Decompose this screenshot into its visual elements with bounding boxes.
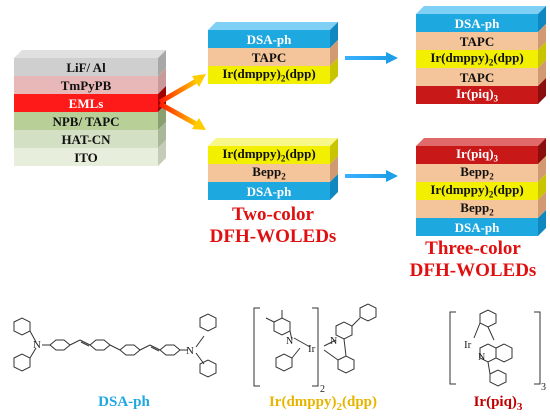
ir-dmppy-n-atom-1: N	[286, 336, 293, 347]
device-stack-graphic	[14, 50, 166, 166]
two-color-top-layer-1: DSA-ph	[246, 31, 292, 47]
two-color-caption-line1: Two-color	[232, 204, 314, 225]
three-color-top-layer-4: TAPC	[459, 69, 495, 85]
layer-lif-al: LiF/ Al	[66, 59, 106, 75]
two-color-top-layer-2: TAPC	[251, 49, 287, 65]
ir-piq-structure: Ir N 3	[449, 309, 546, 393]
three-color-bottom-layer-4: Bepp2	[460, 199, 494, 218]
three-color-bottom-layer-5: DSA-ph	[454, 219, 500, 235]
layer-ito: ITO	[74, 149, 98, 165]
two-color-bottom-layer-1: Ir(dmppy)2(dpp)	[222, 145, 316, 164]
arrow-to-three-color-bottom	[345, 170, 398, 182]
three-color-top-layer-5: Ir(piq)3	[455, 85, 499, 104]
layer-emls: EMLs	[68, 95, 104, 111]
ir-dmppy-label: Ir(dmppy)2(dpp)	[268, 394, 378, 413]
three-color-top-layer-1: DSA-ph	[454, 15, 500, 31]
layer-npb-tapc: NPB/ TAPC	[52, 113, 120, 129]
arrow-to-two-color-top	[158, 74, 206, 105]
dsa-right-n-atom: N	[186, 345, 194, 357]
ir-dmppy-structure: Ir N N 2	[253, 303, 377, 395]
ir-dmppy-subscript: 2	[320, 384, 325, 395]
three-color-caption-line2: DFH-WOLEDs	[409, 260, 537, 281]
arrow-to-two-color-bottom	[158, 101, 206, 130]
arrows-layer	[158, 52, 398, 182]
dsa-ph-structure: N N	[13, 313, 217, 378]
two-color-bottom-stack-graphic	[208, 138, 338, 200]
dsa-ph-label: DSA-ph	[98, 394, 150, 410]
three-color-bottom-layer-1: Ir(piq)3	[455, 145, 499, 164]
three-color-caption-line1: Three-color	[425, 238, 521, 259]
two-color-caption-line2: DFH-WOLEDs	[209, 226, 337, 247]
two-color-bottom-layer-3: DSA-ph	[246, 183, 292, 199]
three-color-top-layer-2: TAPC	[459, 33, 495, 49]
ir-dmppy-ir-atom: Ir	[308, 343, 316, 355]
two-color-top-layer-3: Ir(dmppy)2(dpp)	[222, 65, 316, 84]
arrow-to-three-color-top	[345, 52, 398, 64]
three-color-bottom-layer-2: Bepp2	[460, 163, 494, 182]
two-color-bottom-layer-2: Bepp2	[252, 163, 286, 182]
three-color-top-stack-graphic	[416, 6, 546, 104]
dsa-left-n-atom: N	[33, 339, 41, 351]
three-color-bottom-stack-graphic	[416, 138, 546, 236]
three-color-top-layer-3: Ir(dmppy)2(dpp)	[430, 49, 524, 68]
layer-tmpypb: TmPyPB	[60, 77, 112, 93]
ir-dmppy-n-atom-2: N	[330, 336, 337, 347]
ir-piq-ir-atom: Ir	[464, 339, 472, 351]
three-color-bottom-layer-3: Ir(dmppy)2(dpp)	[430, 181, 524, 200]
ir-piq-subscript: 3	[541, 382, 546, 393]
ir-piq-n-atom: N	[478, 352, 485, 363]
layer-hat-cn: HAT-CN	[61, 131, 111, 147]
two-color-top-stack-graphic	[208, 22, 338, 84]
ir-piq-label: Ir(piq)3	[473, 394, 523, 413]
